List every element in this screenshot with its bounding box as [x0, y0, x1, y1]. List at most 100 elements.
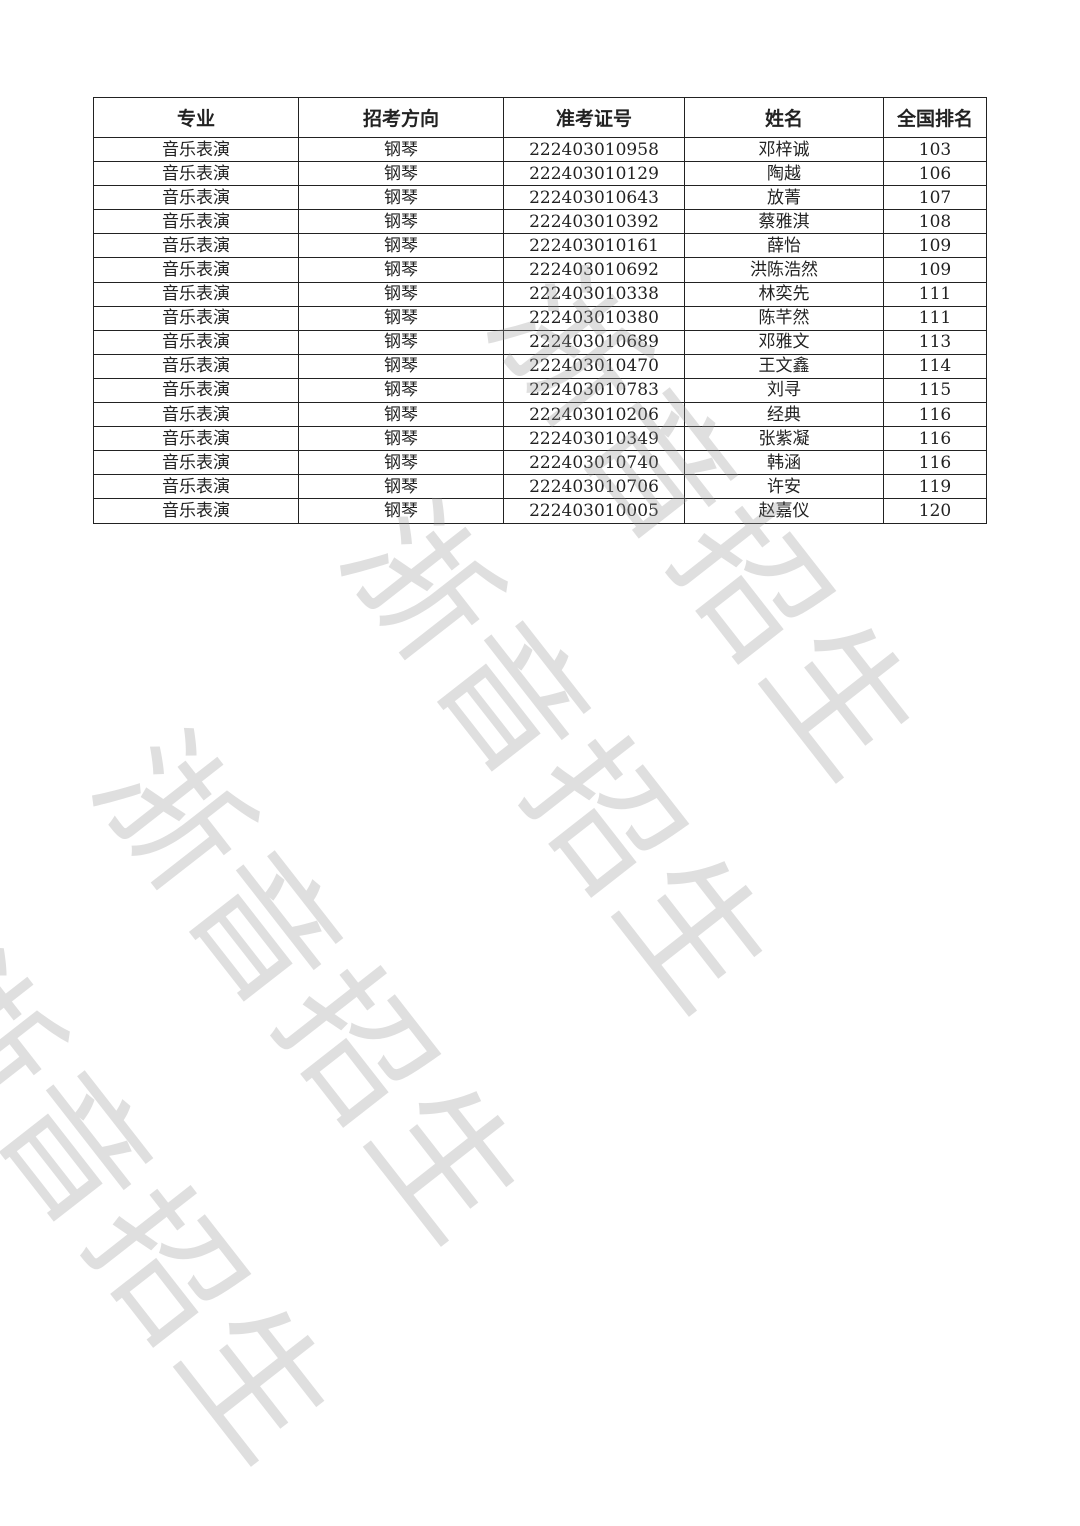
cell-name: 王文鑫 — [684, 353, 884, 379]
cell-major: 音乐表演 — [93, 426, 299, 452]
cell-name: 薛怡 — [684, 233, 884, 259]
cell-major: 音乐表演 — [93, 353, 299, 379]
cell-major: 音乐表演 — [93, 185, 299, 211]
cell-direction: 钢琴 — [298, 353, 504, 379]
cell-name: 蔡雅淇 — [684, 209, 884, 235]
cell-name: 刘寻 — [684, 377, 884, 404]
cell-direction: 钢琴 — [298, 498, 504, 524]
cell-rank: 109 — [883, 257, 987, 283]
cell-direction: 钢琴 — [298, 426, 504, 452]
cell-direction: 钢琴 — [298, 450, 504, 476]
cell-exam-id: 222403010338 — [503, 281, 685, 307]
cell-exam-id: 222403010783 — [503, 377, 685, 404]
cell-major: 音乐表演 — [93, 450, 299, 476]
cell-rank: 115 — [883, 377, 987, 404]
cell-major: 音乐表演 — [93, 257, 299, 283]
cell-rank: 116 — [883, 450, 987, 476]
cell-name: 陈芊然 — [684, 305, 884, 331]
cell-rank: 107 — [883, 185, 987, 211]
cell-direction: 钢琴 — [298, 377, 504, 404]
cell-direction: 钢琴 — [298, 209, 504, 235]
cell-rank: 111 — [883, 305, 987, 331]
cell-exam-id: 222403010380 — [503, 305, 685, 331]
cell-direction: 钢琴 — [298, 257, 504, 283]
cell-exam-id: 222403010161 — [503, 233, 685, 259]
cell-name: 韩涵 — [684, 450, 884, 476]
cell-rank: 114 — [883, 353, 987, 379]
header-rank: 全国排名 — [883, 97, 987, 138]
cell-major: 音乐表演 — [93, 402, 299, 428]
cell-name: 张紫凝 — [684, 426, 884, 452]
cell-major: 音乐表演 — [93, 209, 299, 235]
cell-exam-id: 222403010206 — [503, 402, 685, 428]
cell-major: 音乐表演 — [93, 498, 299, 524]
cell-direction: 钢琴 — [298, 185, 504, 211]
cell-name: 放菁 — [684, 185, 884, 211]
cell-exam-id: 222403010958 — [503, 136, 685, 163]
cell-name: 经典 — [684, 402, 884, 428]
cell-major: 音乐表演 — [93, 136, 299, 163]
cell-rank: 113 — [883, 329, 987, 355]
table-header-row: 专业 招考方向 准考证号 姓名 全国排名 — [93, 97, 987, 138]
cell-exam-id: 222403010349 — [503, 426, 685, 452]
cell-exam-id: 222403010005 — [503, 498, 685, 524]
header-name: 姓名 — [684, 97, 884, 138]
cell-name: 洪陈浩然 — [684, 257, 884, 283]
cell-rank: 120 — [883, 498, 987, 524]
header-direction: 招考方向 — [298, 97, 504, 138]
cell-direction: 钢琴 — [298, 136, 504, 163]
cell-direction: 钢琴 — [298, 305, 504, 331]
cell-exam-id: 222403010643 — [503, 185, 685, 211]
cell-exam-id: 222403010129 — [503, 161, 685, 187]
cell-major: 音乐表演 — [93, 329, 299, 355]
watermark-text: 浙音招生 — [63, 705, 558, 1275]
watermark-text: 浙音招生 — [311, 475, 806, 1045]
cell-direction: 钢琴 — [298, 402, 504, 428]
cell-exam-id: 222403010740 — [503, 450, 685, 476]
cell-rank: 116 — [883, 402, 987, 428]
cell-rank: 109 — [883, 233, 987, 259]
cell-major: 音乐表演 — [93, 161, 299, 187]
cell-rank: 119 — [883, 474, 987, 500]
cell-direction: 钢琴 — [298, 474, 504, 500]
cell-name: 林奕先 — [684, 281, 884, 307]
header-exam-id: 准考证号 — [503, 97, 685, 138]
watermark-text: 浙音招生 — [0, 925, 368, 1495]
cell-direction: 钢琴 — [298, 233, 504, 259]
cell-rank: 108 — [883, 209, 987, 235]
cell-exam-id: 222403010689 — [503, 329, 685, 355]
cell-exam-id: 222403010706 — [503, 474, 685, 500]
cell-name: 邓雅文 — [684, 329, 884, 355]
cell-direction: 钢琴 — [298, 329, 504, 355]
cell-rank: 106 — [883, 161, 987, 187]
cell-rank: 103 — [883, 136, 987, 163]
header-major: 专业 — [93, 97, 299, 138]
cell-exam-id: 222403010692 — [503, 257, 685, 283]
cell-exam-id: 222403010470 — [503, 353, 685, 379]
cell-direction: 钢琴 — [298, 161, 504, 187]
cell-exam-id: 222403010392 — [503, 209, 685, 235]
cell-name: 陶越 — [684, 161, 884, 187]
cell-name: 许安 — [684, 474, 884, 500]
cell-major: 音乐表演 — [93, 377, 299, 404]
cell-major: 音乐表演 — [93, 474, 299, 500]
cell-direction: 钢琴 — [298, 281, 504, 307]
cell-major: 音乐表演 — [93, 305, 299, 331]
cell-major: 音乐表演 — [93, 233, 299, 259]
